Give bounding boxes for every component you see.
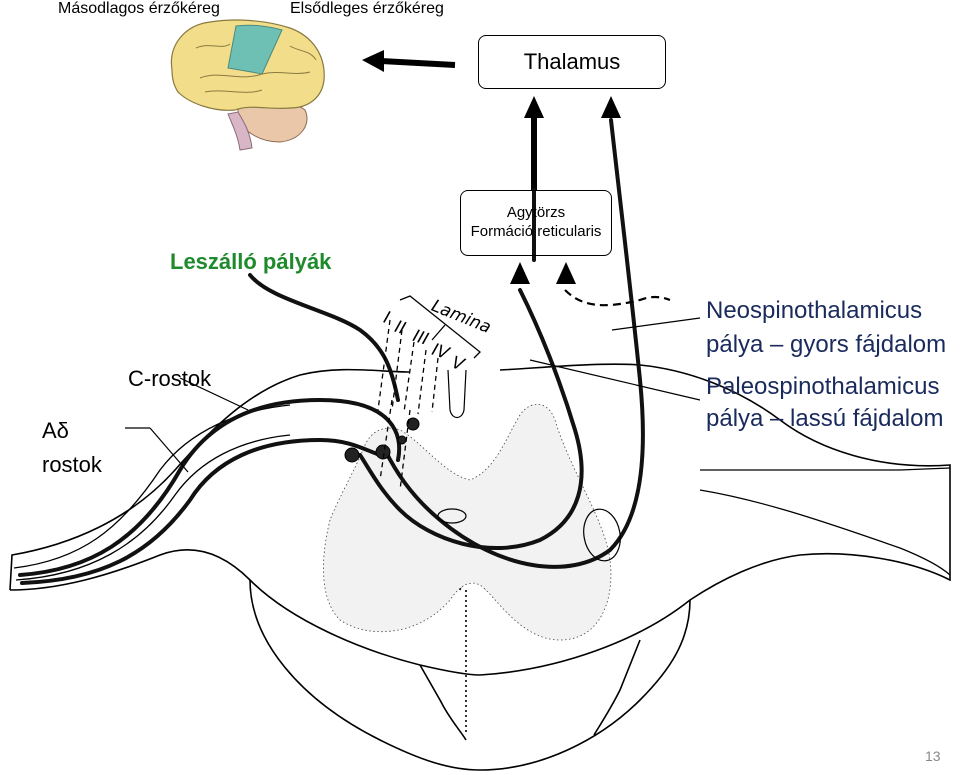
fibers: [18, 118, 645, 585]
thalamus-label: Thalamus: [523, 49, 621, 74]
paleospinothalamic-label-line2: pálya – lassú fájdalom: [706, 405, 944, 432]
brainstem-box: Agytörzs Formáció reticularis: [460, 190, 612, 256]
c-fibers-label: C-rostok: [128, 366, 212, 391]
up-arrow-icon: [524, 96, 621, 190]
dashed-fiber: [564, 289, 671, 307]
descending-pathways-label: Leszálló pályák: [170, 249, 332, 274]
adelta-fibers-label-line2: rostok: [42, 452, 102, 477]
secondary-cortex-label: Másodlagos érzőkéreg: [58, 0, 220, 17]
page-number: 13: [925, 748, 941, 764]
adelta-fibers-label-line1: Aδ: [42, 418, 69, 443]
up-triangle-icon: [510, 262, 576, 284]
thalamus-box: Thalamus: [478, 35, 666, 89]
pointer-lines: [125, 317, 701, 473]
neospinothalamic-label-line1: Neospinothalamicus: [706, 297, 923, 324]
left-arrow-icon: [362, 50, 456, 72]
paleospinothalamic-label-line1: Paleospinothalamicus: [706, 373, 940, 400]
central-canal: [437, 369, 621, 562]
grey-matter: [323, 403, 612, 641]
brainstem-label: Agytörzs: [506, 204, 566, 221]
neurons: [344, 417, 420, 463]
brainstem: [227, 111, 253, 151]
reticular-formation-label: Formáció reticularis: [470, 223, 602, 240]
neospinothalamic-label-line2: pálya – gyors fájdalom: [706, 331, 947, 358]
primary-cortex-label: Elsődleges érzőkéreg: [290, 0, 444, 17]
brain-illustration: [170, 19, 325, 151]
spinal-cord-outline: [9, 363, 951, 771]
lamina-markers: [377, 295, 481, 491]
